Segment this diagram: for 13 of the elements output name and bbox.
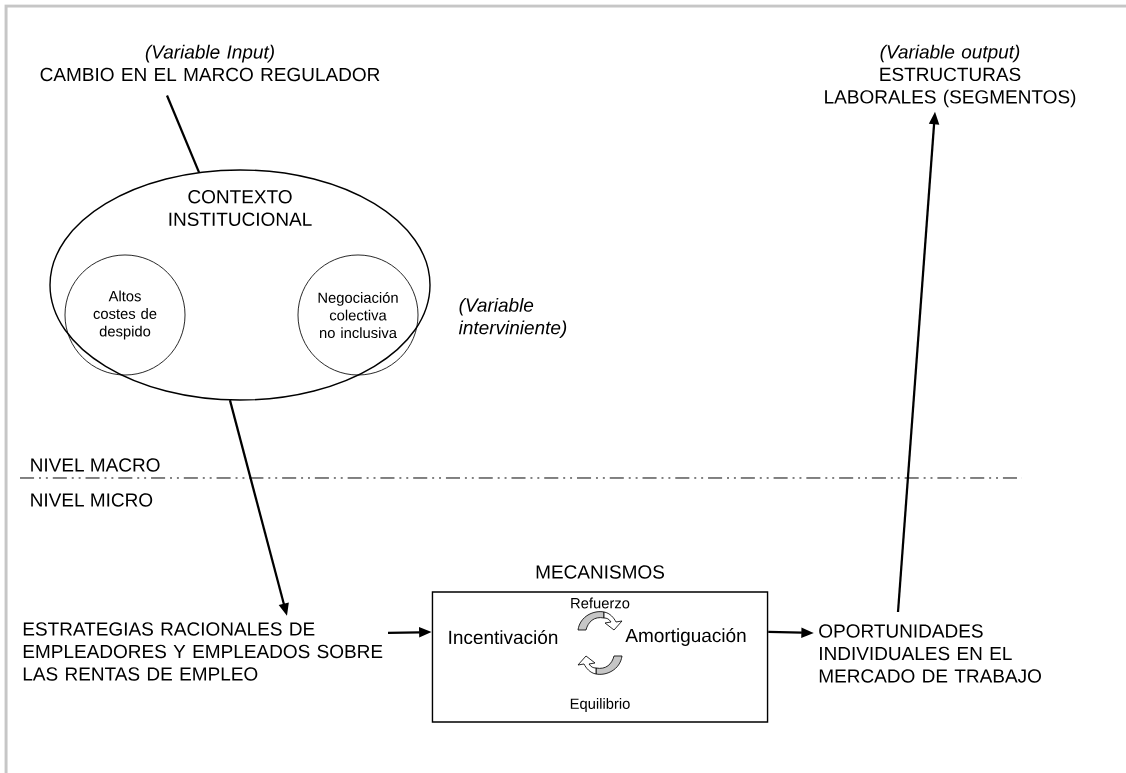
outcome-label: OPORTUNIDADES INDIVIDUALES EN EL MERCADO DE TRABAJO [819, 624, 1041, 683]
output-label: (Variable output) ESTRUCTURAS LABORALES (SEGMENTOS) [825, 44, 1076, 108]
input-label: (Variable Input) CAMBIO EN EL MARCO REGULADOR [40, 44, 380, 82]
strategy-label: ESTRATEGIAS RACIONALES DE EMPLEADORES Y EMPLEADOS SOBRE LAS RENTAS DE EMPLEO [23, 622, 383, 681]
level-label: NIVEL MACRO [31, 458, 160, 472]
node-label: MECANISMOS [536, 565, 665, 579]
mechanism-label: Amortiguación [625, 628, 746, 646]
level-label: NIVEL MICRO [31, 493, 153, 507]
mechanism-label: Incentivación [449, 629, 558, 645]
annotation-text: (Variable interviniente) [458, 297, 567, 339]
cycle-label: Refuerzo [571, 597, 630, 609]
connector-line [165, 95, 201, 173]
cycle-label: Equilibrio [570, 698, 630, 712]
